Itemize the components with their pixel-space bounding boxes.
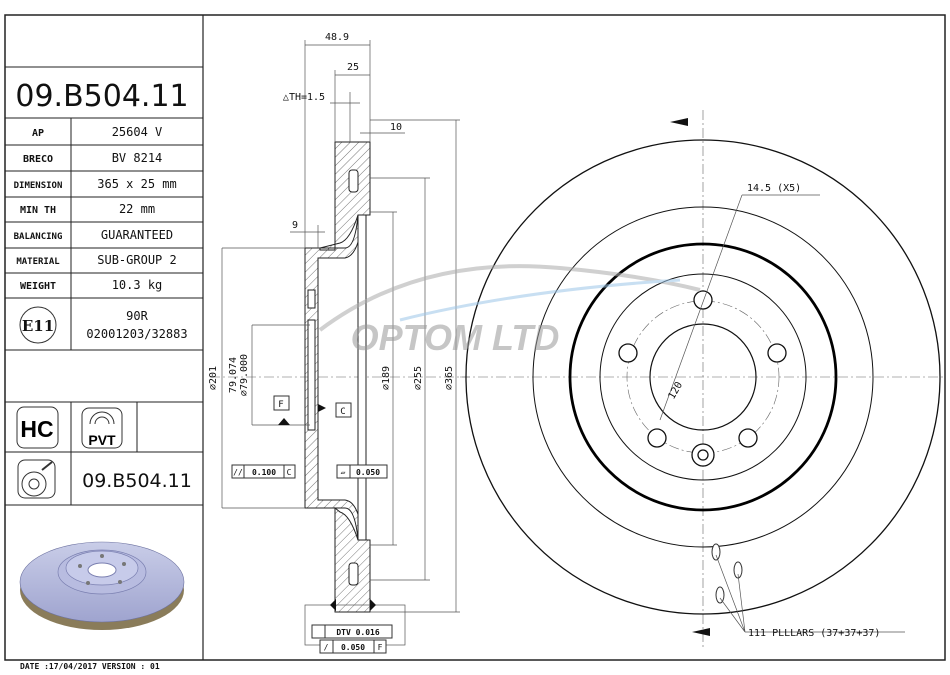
svg-text:F: F bbox=[378, 643, 383, 652]
hc-badge: HC bbox=[16, 406, 59, 449]
pillars-note: 111 PLLLARS (37+37+37) bbox=[748, 628, 880, 639]
svg-text:⌀201: ⌀201 bbox=[208, 366, 219, 390]
svg-text:25: 25 bbox=[347, 62, 359, 73]
footer-date-version: DATE :17/04/2017 VERSION : 01 bbox=[20, 662, 160, 671]
disc-caliper-icon bbox=[17, 459, 56, 499]
svg-text:△TH=1.5: △TH=1.5 bbox=[283, 92, 325, 103]
spec-label: MIN TH bbox=[20, 205, 56, 216]
optom-watermark: OPTOM LTD bbox=[318, 264, 701, 358]
cross-section-view bbox=[210, 40, 470, 646]
holes-note: 14.5 (X5) bbox=[747, 183, 801, 194]
spec-value: 365 x 25 mm bbox=[97, 177, 176, 191]
svg-text:HC: HC bbox=[20, 416, 53, 442]
svg-text:48.9: 48.9 bbox=[325, 32, 349, 43]
svg-text:PVT: PVT bbox=[88, 432, 116, 448]
approval-line1: 90R bbox=[126, 309, 148, 323]
svg-text:⌀255: ⌀255 bbox=[413, 366, 424, 390]
spec-table bbox=[5, 66, 203, 506]
spec-label: MATERIAL bbox=[16, 257, 60, 267]
spec-label: WEIGHT bbox=[20, 281, 56, 292]
front-view bbox=[460, 110, 945, 650]
drawing-frame bbox=[4, 14, 946, 661]
e11-approval-mark: E11 bbox=[19, 306, 57, 344]
spec-label: DIMENSION bbox=[14, 181, 63, 191]
section-dimension-labels: 48.9 25 △TH=1.5 10 9 ⌀201 79.074 ⌀79.000… bbox=[208, 32, 455, 654]
svg-text:10: 10 bbox=[390, 122, 402, 133]
spec-value: 10.3 kg bbox=[112, 278, 163, 292]
svg-text:⌀189: ⌀189 bbox=[381, 366, 392, 390]
svg-text:9: 9 bbox=[292, 220, 298, 231]
spec-label: BALANCING bbox=[14, 232, 63, 242]
svg-text://: // bbox=[233, 468, 243, 477]
spec-value: BV 8214 bbox=[112, 151, 163, 165]
disc-render bbox=[19, 541, 185, 630]
part-number-repeat: 09.B504.11 bbox=[82, 470, 192, 492]
spec-rows: AP 25604 V BRECO BV 8214 DIMENSION 365 x… bbox=[14, 125, 177, 292]
svg-text:0.100: 0.100 bbox=[252, 468, 276, 477]
pcd-label: 120 bbox=[667, 380, 686, 401]
spec-value: 25604 V bbox=[112, 125, 163, 139]
svg-text:⌀365: ⌀365 bbox=[444, 366, 455, 390]
spec-value: SUB-GROUP 2 bbox=[97, 253, 176, 267]
pvt-badge: PVT bbox=[81, 407, 123, 449]
svg-text:C: C bbox=[287, 468, 292, 477]
svg-text:DTV 0.016: DTV 0.016 bbox=[336, 628, 380, 637]
svg-text:0.050: 0.050 bbox=[356, 468, 380, 477]
svg-text:OPTOM LTD: OPTOM LTD bbox=[351, 317, 560, 358]
svg-text:E11: E11 bbox=[22, 317, 54, 335]
svg-text:79.074: 79.074 bbox=[228, 357, 239, 393]
svg-text:0.050: 0.050 bbox=[341, 643, 365, 652]
svg-text:⌀79.000: ⌀79.000 bbox=[239, 354, 250, 396]
part-number-title: 09.B504.11 bbox=[15, 79, 188, 114]
approval-line2: 02001203/32883 bbox=[86, 327, 187, 341]
spec-value: GUARANTEED bbox=[101, 228, 173, 242]
svg-text:F: F bbox=[278, 400, 283, 410]
svg-text:▱: ▱ bbox=[341, 468, 346, 477]
spec-value: 22 mm bbox=[119, 202, 155, 216]
spec-label: BRECO bbox=[23, 154, 53, 165]
spec-label: AP bbox=[32, 128, 44, 139]
svg-text:/: / bbox=[324, 643, 329, 652]
svg-text:C: C bbox=[340, 407, 345, 417]
